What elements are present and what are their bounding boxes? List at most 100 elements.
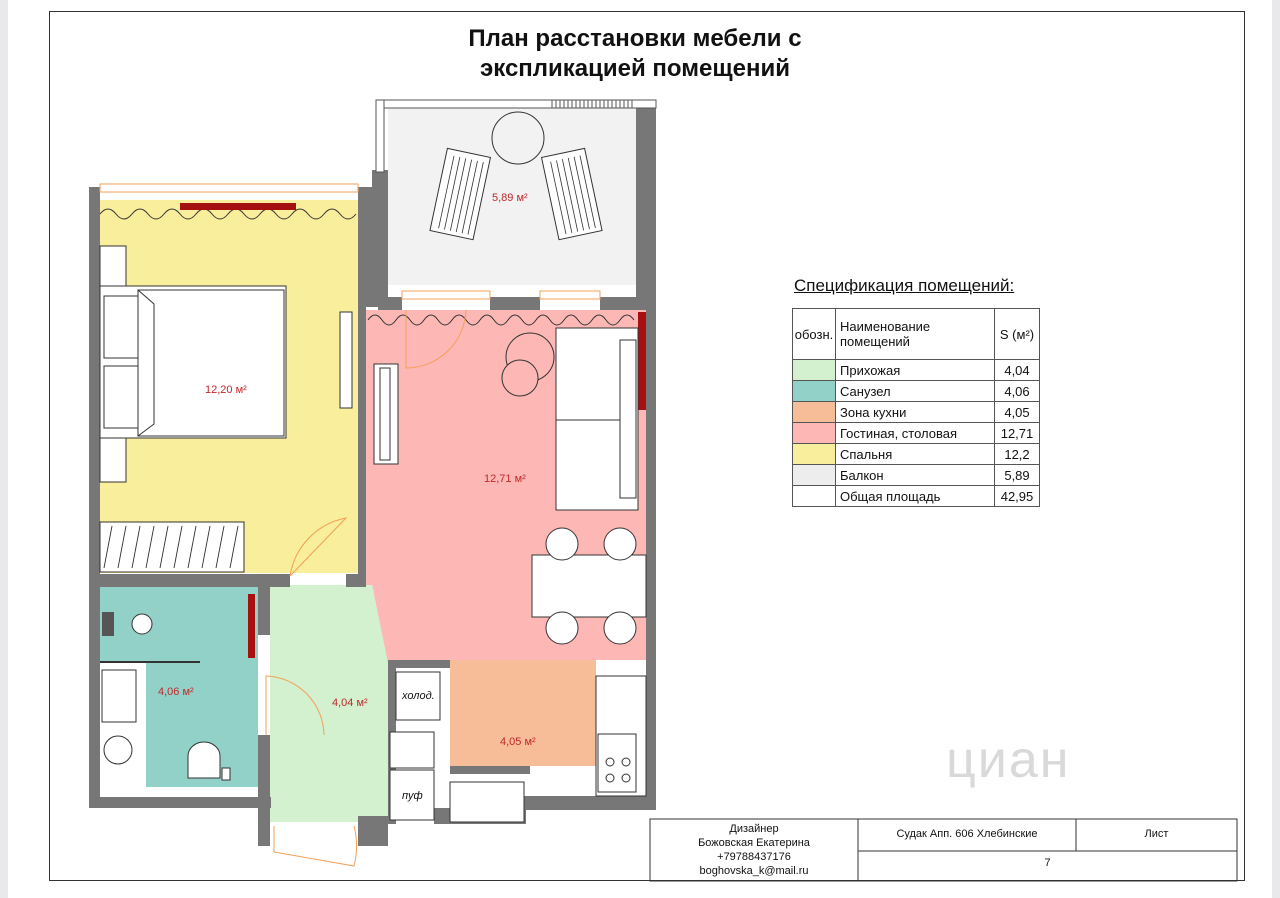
kitchen-fill (450, 660, 596, 766)
shower-mixer (102, 612, 114, 636)
pouf-label: пуф (402, 790, 423, 802)
spec-row-area: 12,2 (994, 443, 1040, 465)
washbasin (101, 669, 137, 723)
kitchen-shelf (449, 781, 525, 823)
title-line-1: План расстановки мебели с (468, 25, 802, 52)
spec-row: Балкон 5,89 (792, 464, 1040, 486)
spec-row-area: 4,04 (994, 359, 1040, 381)
hallway-area-label: 4,04 м² (332, 697, 368, 709)
spec-row-name: Санузел (835, 380, 995, 402)
deck-chair-right (540, 147, 603, 241)
balcony-side-rail (375, 99, 385, 173)
bedroom-tv (339, 311, 353, 409)
kitchen-area-label: 4,05 м² (500, 736, 536, 748)
living-curtain (367, 314, 635, 326)
pillow-bottom (103, 365, 139, 429)
bed-fold-line (137, 289, 155, 437)
toilet (187, 741, 221, 779)
hallway-cabinet (389, 731, 435, 769)
designer-name: Божовская Екатерина (698, 837, 810, 849)
fridge-label: холод. (401, 690, 435, 702)
spec-row: Санузел 4,06 (792, 380, 1040, 402)
designer-email: boghovska_k@mail.ru (699, 865, 809, 877)
hallway-fill (270, 585, 388, 822)
coffee-table-small (501, 359, 539, 397)
plan-title: План расстановки мебели с экспликацией п… (385, 24, 885, 84)
spec-row-area: 5,89 (994, 464, 1040, 486)
spec-title: Спецификация помещений: (794, 276, 1015, 295)
bathroom-door-swing (265, 675, 325, 736)
sofa-back (619, 339, 637, 499)
deck-chair-left (429, 147, 492, 241)
shower-drain (131, 613, 153, 635)
spec-table: обозн. Наименование помещений S (м²) При… (792, 308, 1040, 507)
toilet-tank (221, 767, 231, 781)
spec-swatch-bathroom (792, 380, 836, 402)
spec-header-code: обозн. (792, 308, 836, 360)
balcony-rail-ticks (551, 100, 633, 108)
sheet-label: Лист (1144, 828, 1169, 840)
spec-row-name: Гостиная, столовая (835, 422, 995, 444)
spec-row-name: Прихожая (835, 359, 995, 381)
bathroom-radiator (248, 594, 255, 658)
fridge (395, 671, 441, 721)
sheet-number: 7 (1044, 857, 1051, 869)
bathroom-area-label: 4,06 м² (158, 686, 194, 698)
balcony-area-label: 5,89 м² (492, 192, 528, 204)
balcony-railing (375, 99, 657, 109)
designer-block: Дизайнер Божовская Екатерина +7978843717… (650, 822, 858, 878)
living-area-label: 12,71 м² (484, 473, 526, 485)
spec-total-area: 42,95 (994, 485, 1040, 507)
spec-header-area: S (м²) (994, 308, 1040, 360)
bedside-table-top (99, 245, 127, 287)
pouf (389, 769, 435, 821)
washing-machine (103, 735, 133, 765)
spec-row-name: Спальня (835, 443, 995, 465)
designer-phone: +79788437176 (717, 851, 791, 863)
bedroom-curtain (99, 208, 357, 220)
spec-swatch-bedroom (792, 443, 836, 465)
spec-row: Гостиная, столовая 12,71 (792, 422, 1040, 444)
living-radiator (638, 312, 646, 410)
spec-row: Прихожая 4,04 (792, 359, 1040, 381)
title-line-2: экспликацией помещений (480, 55, 790, 82)
spec-swatch-kitchen (792, 401, 836, 423)
spec-row-area: 4,06 (994, 380, 1040, 402)
spec-header-row: обозн. Наименование помещений S (м²) (792, 308, 1040, 360)
spec-total-empty (792, 485, 836, 507)
bed-mattress (137, 289, 285, 437)
spec-swatch-balcony (792, 464, 836, 486)
designer-label: Дизайнер (729, 823, 779, 835)
spec-total-row: Общая площадь 42,95 (792, 485, 1040, 507)
dining-table (531, 554, 647, 618)
entrance-door-swing (273, 825, 358, 867)
balcony-door-swing (405, 309, 467, 369)
bedroom-radiator (180, 203, 296, 210)
spec-row-area: 4,05 (994, 401, 1040, 423)
spec-row-name: Балкон (835, 464, 995, 486)
bedroom-window (99, 183, 359, 193)
wardrobe-hangers (103, 525, 239, 569)
bedside-table-bottom (99, 437, 127, 483)
bedroom-area-label: 12,20 м² (205, 384, 247, 396)
bedroom-door-swing (289, 517, 348, 577)
sheet-frame (49, 11, 1245, 881)
spec-swatch-living (792, 422, 836, 444)
spec-header-name: Наименование помещений (835, 308, 995, 360)
title-block (649, 818, 1238, 882)
living-tv-screen (379, 367, 391, 461)
project-name: Судак Апп. 606 Хлебинские (896, 828, 1038, 840)
spec-row-area: 12,71 (994, 422, 1040, 444)
spec-total-label: Общая площадь (835, 485, 995, 507)
spec-row: Спальня 12,2 (792, 443, 1040, 465)
watermark-logo: циан (946, 731, 1071, 789)
spec-row-name: Зона кухни (835, 401, 995, 423)
living-window (401, 290, 491, 300)
dining-chairs (545, 527, 637, 645)
spec-swatch-hallway (792, 359, 836, 381)
stove-burners (605, 757, 631, 783)
living-window-2 (539, 290, 601, 300)
spec-row: Зона кухни 4,05 (792, 401, 1040, 423)
balcony-round-table (491, 111, 545, 165)
